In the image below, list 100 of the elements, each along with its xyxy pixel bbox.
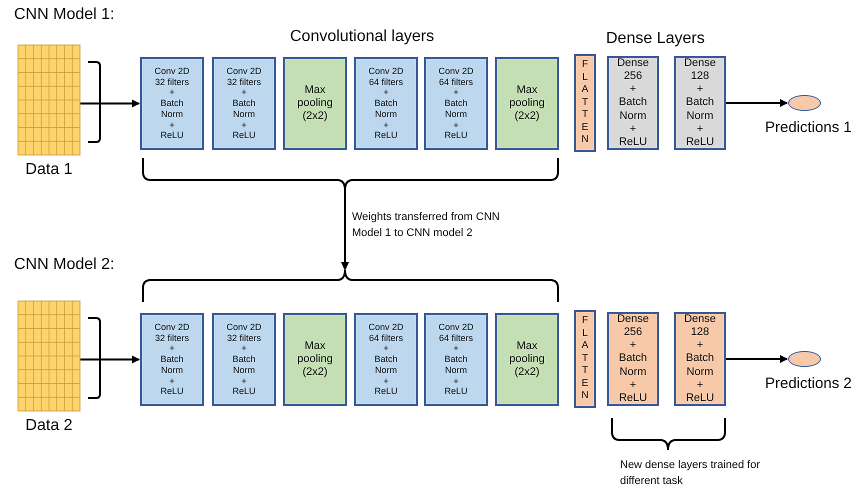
layer-text: Max pooling (2x2) bbox=[508, 340, 546, 380]
layer-text: Conv 2D bbox=[226, 322, 262, 332]
data-grid-picture bbox=[18, 301, 80, 411]
layer-text: + bbox=[383, 120, 389, 130]
layer-text: Conv 2D bbox=[154, 66, 190, 76]
layer-text: ReLU bbox=[444, 130, 468, 142]
layer-text: + bbox=[241, 120, 247, 130]
section-title: Dense Layers bbox=[606, 30, 705, 48]
layer-text: Batch Norm bbox=[684, 96, 716, 123]
layer-box bbox=[212, 57, 276, 150]
layer-text: + bbox=[696, 339, 704, 352]
arrow bbox=[80, 100, 140, 108]
layer-text: + bbox=[696, 83, 704, 96]
layer-text: + bbox=[630, 122, 636, 136]
layer-box bbox=[607, 312, 659, 406]
prediction-ellipse bbox=[788, 95, 821, 111]
prediction-caption: Predictions 2 bbox=[765, 375, 852, 392]
layer-text: Batch Norm bbox=[443, 354, 468, 376]
layer-text: Conv 2D bbox=[438, 66, 474, 76]
layer-text: 32 filters bbox=[154, 76, 189, 88]
layer-text: 32 filters bbox=[226, 332, 261, 344]
annotation-text: New dense layers trained for different task bbox=[620, 458, 760, 489]
flatten-box bbox=[574, 310, 596, 408]
data-caption: Data 1 bbox=[24, 161, 74, 179]
section-title: CNN Model 1: bbox=[14, 6, 114, 24]
layer-text: + bbox=[696, 378, 704, 392]
layer-box bbox=[212, 313, 276, 406]
layer-text: Batch Norm bbox=[159, 354, 184, 376]
layer-text: ReLU bbox=[618, 136, 648, 150]
layer-text: + bbox=[696, 122, 704, 136]
layer-text: Batch Norm bbox=[373, 98, 398, 120]
layer-text: Conv 2D bbox=[438, 322, 474, 332]
prediction-ellipse bbox=[788, 351, 821, 367]
layer-box bbox=[354, 313, 418, 406]
layer-text: 32 filters bbox=[226, 76, 261, 88]
layer-text: 64 filters bbox=[438, 76, 473, 88]
annotation-text: Weights transferred from CNN Model 1 to CNN model 2 bbox=[352, 210, 501, 241]
layer-text: + bbox=[241, 343, 247, 354]
layer-text: + bbox=[453, 343, 459, 354]
layer-text: FLATTEN bbox=[580, 315, 590, 403]
layer-text: 64 filters bbox=[438, 332, 473, 344]
layer-box bbox=[283, 57, 347, 150]
layer-text: + bbox=[383, 343, 389, 354]
layer-text: ReLU bbox=[686, 136, 714, 150]
layer-text: + bbox=[630, 378, 636, 392]
layer-text: Conv 2D bbox=[368, 322, 404, 332]
layer-box bbox=[607, 56, 659, 150]
layer-text: + bbox=[383, 376, 389, 386]
layer-text: Batch Norm bbox=[373, 354, 398, 376]
layer-text: + bbox=[169, 120, 175, 130]
layer-text: + bbox=[383, 87, 389, 98]
layer-text: + bbox=[453, 376, 459, 386]
layer-text: 64 filters bbox=[368, 332, 403, 344]
layer-text: ReLU bbox=[444, 386, 468, 398]
layer-box bbox=[283, 313, 347, 406]
layer-text: + bbox=[169, 376, 175, 386]
layer-text: ReLU bbox=[374, 130, 398, 142]
layer-box bbox=[495, 57, 559, 150]
arrow bbox=[726, 99, 788, 107]
layer-text: + bbox=[241, 87, 247, 98]
layer-box bbox=[354, 57, 418, 150]
layer-text: + bbox=[169, 343, 175, 354]
arrow bbox=[726, 355, 788, 363]
layer-text: 64 filters bbox=[368, 76, 403, 88]
layer-text: Max pooling (2x2) bbox=[296, 340, 334, 380]
layer-text: Dense 256 bbox=[616, 56, 650, 84]
layer-text: ReLU bbox=[374, 386, 398, 398]
layer-text: Batch Norm bbox=[443, 98, 468, 120]
section-title: CNN Model 2: bbox=[14, 256, 114, 274]
layer-text: ReLU bbox=[232, 386, 256, 398]
layer-text: Dense 128 bbox=[683, 56, 717, 84]
section-title: Convolutional layers bbox=[290, 28, 434, 46]
layer-text: FLATTEN bbox=[580, 59, 590, 147]
layer-text: Conv 2D bbox=[368, 66, 404, 76]
layer-text: + bbox=[630, 83, 636, 96]
layer-text: ReLU bbox=[160, 130, 184, 142]
data-grid-picture bbox=[18, 45, 80, 155]
flatten-box bbox=[574, 54, 596, 152]
layer-text: + bbox=[453, 87, 459, 98]
layer-text: Dense 128 bbox=[683, 312, 717, 340]
layer-text: Max pooling (2x2) bbox=[296, 84, 334, 124]
layer-text: ReLU bbox=[618, 392, 648, 406]
layer-box bbox=[674, 312, 726, 406]
layer-text: ReLU bbox=[232, 130, 256, 142]
layer-text: Batch Norm bbox=[684, 352, 716, 379]
layer-box bbox=[140, 313, 204, 406]
arrow bbox=[80, 356, 140, 364]
layer-text: + bbox=[241, 376, 247, 386]
layer-text: Batch Norm bbox=[231, 354, 256, 376]
layer-box bbox=[674, 56, 726, 150]
layer-box bbox=[424, 57, 488, 150]
layer-text: ReLU bbox=[160, 386, 184, 398]
layer-box bbox=[424, 313, 488, 406]
layer-text: + bbox=[169, 87, 175, 98]
layer-text: Max pooling (2x2) bbox=[508, 84, 546, 124]
layer-text: + bbox=[453, 120, 459, 130]
data-caption: Data 2 bbox=[24, 417, 74, 435]
layer-text: 32 filters bbox=[154, 332, 189, 344]
layer-text: Batch Norm bbox=[618, 352, 648, 379]
layer-text: Dense 256 bbox=[616, 312, 650, 340]
